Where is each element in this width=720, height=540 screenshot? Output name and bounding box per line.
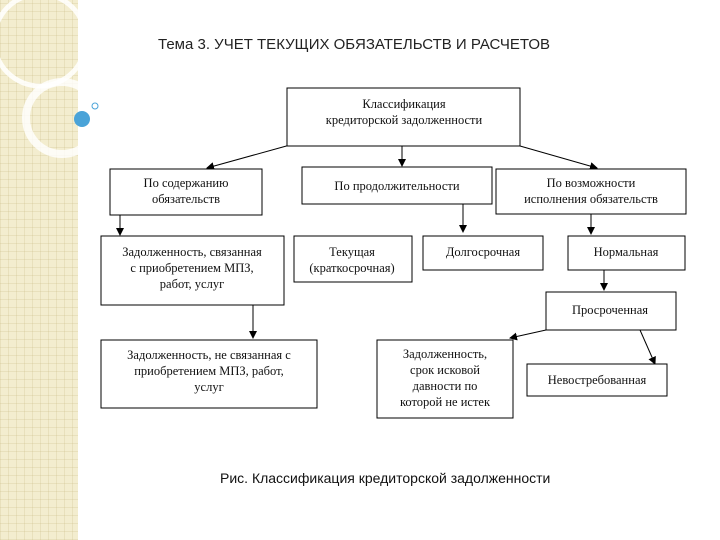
- node-by-content: По содержанию обязательств: [109, 168, 263, 216]
- node-unrelated-line-2: приобретением МПЗ, работ,: [134, 364, 284, 378]
- slide-title: Тема 3. УЧЕТ ТЕКУЩИХ ОБЯЗАТЕЛЬСТВ И РАСЧ…: [158, 36, 551, 53]
- node-debt-unexpired-line-1: Задолженность,: [403, 347, 487, 361]
- node-root-line-2: кредиторской задолженности: [326, 113, 483, 127]
- node-by-content-line-1: По содержанию: [144, 176, 229, 190]
- node-related: Задолженность, связанная с приобретением…: [100, 235, 285, 306]
- node-by-content-line-2: обязательств: [152, 192, 220, 206]
- blue-dot-icon: [74, 111, 90, 127]
- node-current-line-2: (краткосрочная): [309, 261, 394, 275]
- node-by-duration-line-1: По продолжительности: [334, 179, 459, 193]
- connectors: [116, 144, 656, 365]
- decorative-circles: [0, 0, 102, 158]
- node-by-possibility: По возможности исполнения обязательств: [495, 168, 687, 215]
- node-unclaimed: Невостребованная: [526, 363, 668, 397]
- node-by-possibility-line-2: исполнения обязательств: [524, 192, 658, 206]
- figure-caption: Рис. Классификация кредиторской задолжен…: [220, 470, 551, 486]
- node-debt-unexpired: Задолженность, срок исковой давности по …: [376, 339, 514, 419]
- node-debt-unexpired-line-3: давности по: [413, 379, 478, 393]
- node-related-line-2: с приобретением МПЗ,: [130, 261, 253, 275]
- node-unrelated-line-1: Задолженность, не связанная с: [127, 348, 291, 362]
- node-current-line-1: Текущая: [329, 245, 375, 259]
- node-by-possibility-line-1: По возможности: [547, 176, 636, 190]
- node-overdue-line-1: Просроченная: [572, 303, 648, 317]
- node-overdue: Просроченная: [545, 291, 677, 331]
- node-debt-unexpired-line-4: которой не истек: [400, 395, 491, 409]
- node-root: Классификация кредиторской задолженности: [286, 87, 521, 147]
- node-current: Текущая (краткосрочная): [293, 235, 413, 283]
- node-by-duration: По продолжительности: [301, 166, 493, 205]
- node-longterm: Долгосрочная: [422, 235, 544, 271]
- node-unrelated: Задолженность, не связанная с приобретен…: [100, 339, 318, 409]
- node-unclaimed-line-1: Невостребованная: [548, 373, 647, 387]
- node-normal: Нормальная: [567, 235, 686, 271]
- node-normal-line-1: Нормальная: [594, 245, 659, 259]
- node-related-line-1: Задолженность, связанная: [122, 245, 262, 259]
- node-related-line-3: работ, услуг: [160, 277, 224, 291]
- node-debt-unexpired-line-2: срок исковой: [410, 363, 480, 377]
- node-root-line-1: Классификация: [362, 97, 446, 111]
- node-longterm-line-1: Долгосрочная: [446, 245, 520, 259]
- node-unrelated-line-3: услуг: [194, 380, 223, 394]
